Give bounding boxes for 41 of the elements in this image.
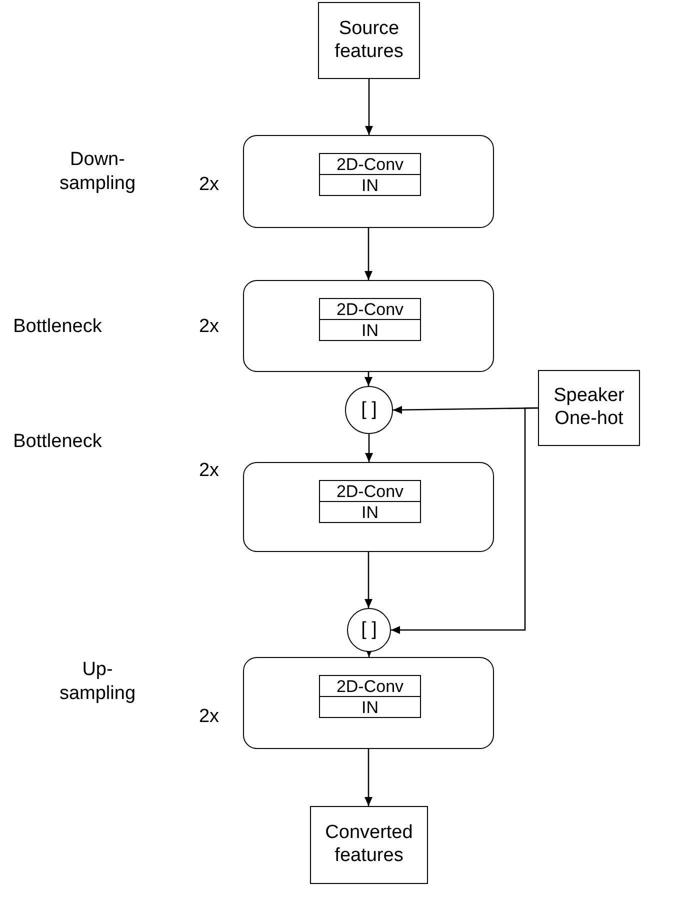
repeat-label: 2x — [198, 173, 220, 197]
block-box — [243, 657, 494, 749]
arrow — [364, 228, 372, 280]
layer-name: IN — [320, 319, 420, 340]
layer-name: IN — [320, 174, 420, 195]
node-label: [ ] — [361, 398, 377, 422]
arrow — [364, 749, 372, 806]
layer-table — [319, 153, 421, 196]
process-box — [310, 806, 428, 884]
process-box — [538, 370, 640, 446]
layer-name: 2D-Conv — [335, 299, 405, 319]
layer-name: 2D-Conv — [335, 154, 405, 174]
process-box — [318, 2, 420, 79]
block-box — [243, 280, 494, 372]
repeat-label: 2x — [198, 705, 220, 729]
arrow — [365, 434, 373, 462]
node-label: Converted features — [324, 822, 414, 868]
block-box — [243, 135, 494, 228]
concat-circle — [347, 608, 391, 652]
stage-label: Up- sampling — [58, 658, 137, 706]
arrow — [364, 372, 372, 386]
repeat-label: 2x — [198, 315, 220, 339]
node-label: [ ] — [361, 618, 377, 642]
node-label: Source features — [334, 18, 404, 64]
arrow — [391, 407, 538, 634]
stage-label: Down- sampling — [58, 148, 137, 196]
arrow — [365, 79, 373, 135]
layer-table — [319, 298, 421, 341]
layer-name: IN — [320, 501, 420, 522]
layer-table — [319, 480, 421, 523]
repeat-label: 2x — [198, 459, 220, 483]
node-label: Speaker One-hot — [552, 385, 626, 431]
stage-label: Bottleneck — [12, 430, 103, 454]
arrow — [364, 552, 372, 608]
layer-name: 2D-Conv — [335, 481, 405, 501]
concat-circle — [345, 386, 393, 434]
layer-name: IN — [320, 696, 420, 717]
layer-table — [319, 675, 421, 718]
stage-label: Bottleneck — [12, 315, 103, 339]
layer-name: 2D-Conv — [335, 676, 405, 696]
block-box — [243, 462, 494, 552]
